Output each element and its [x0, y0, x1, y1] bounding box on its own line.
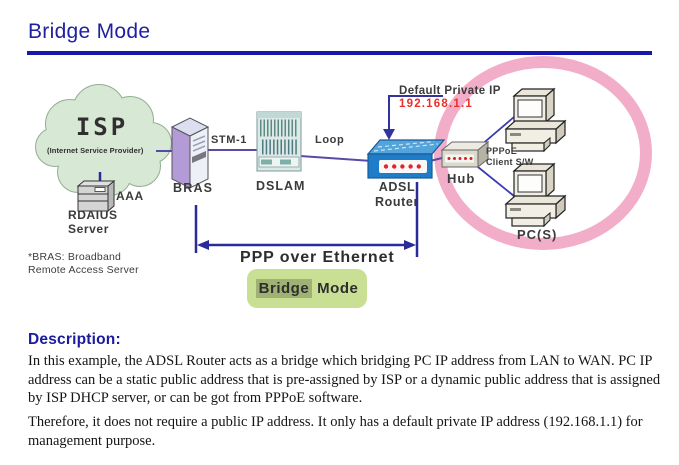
- pc-icon: [505, 163, 566, 227]
- pcs-label: PC(S): [517, 227, 558, 242]
- adsl-router-label: ADSL Router: [366, 180, 428, 210]
- default-ip-value: 192.168.1.1: [399, 98, 473, 110]
- radius-server-line2: Server: [68, 221, 109, 236]
- hub-label: Hub: [447, 171, 476, 186]
- description-paragraph-2: Therefore, it does not require a public …: [28, 414, 643, 449]
- bras-footnote-line1: *BRAS: Broadband: [28, 251, 122, 263]
- isp-label: ISP: [75, 113, 129, 141]
- default-ip-label: Default Private IP: [399, 85, 501, 97]
- bras-footnote-line2: Remote Access Server: [28, 263, 139, 276]
- bras-label: BRAS: [173, 181, 214, 195]
- dslam-icon: [256, 111, 302, 172]
- pc-icon: [505, 88, 566, 152]
- bridge-mode-badge: Bridge Mode: [247, 269, 367, 308]
- pppoe-client-label: PPPoE Client S/W: [486, 146, 534, 167]
- title-rule: [27, 51, 652, 55]
- pppoe-client-line2: Client S/W: [486, 156, 534, 167]
- stm1-label: STM-1: [211, 134, 247, 146]
- dslam-label: DSLAM: [256, 179, 306, 193]
- radius-server-line1: RDAIUS: [68, 208, 118, 222]
- bridge-mode-rest: Mode: [317, 280, 359, 297]
- aaa-server-icon: [76, 179, 116, 213]
- description-paragraph-1: In this example, the ADSL Router acts as…: [28, 353, 661, 406]
- ppp-over-ethernet-label: PPP over Ethernet: [240, 249, 395, 266]
- adsl-router-line2: Router: [375, 195, 419, 209]
- isp-subtitle: (Internet Service Provider): [47, 146, 144, 155]
- bridge-mode-highlight: Bridge: [255, 279, 313, 298]
- radius-server-label: RDAIUS Server: [68, 208, 118, 236]
- bras-server-icon: [170, 117, 210, 189]
- loop-label: Loop: [315, 134, 345, 146]
- hub-icon: [440, 140, 490, 169]
- adsl-router-icon: [366, 139, 446, 179]
- aaa-label: AAA: [116, 189, 144, 203]
- adsl-router-line1: ADSL: [378, 180, 416, 194]
- bras-footnote: *BRAS: Broadband Remote Access Server: [28, 251, 139, 276]
- description-heading: Description:: [28, 331, 121, 348]
- pppoe-client-line1: PPPoE: [486, 146, 518, 156]
- page-title: Bridge Mode: [28, 20, 151, 43]
